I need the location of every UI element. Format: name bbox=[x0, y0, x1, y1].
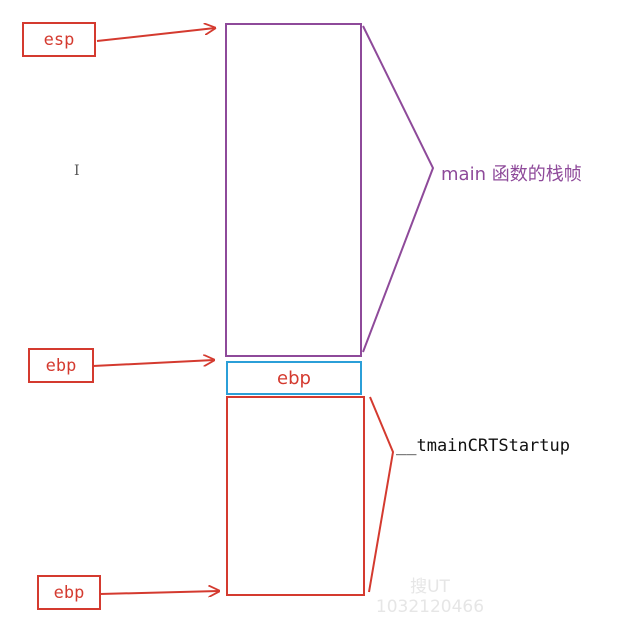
watermark-line2: 1032120466 bbox=[375, 597, 485, 617]
main-stack-frame bbox=[225, 23, 362, 357]
caller-frame-label: __tmainCRTStartup bbox=[396, 436, 570, 456]
saved-ebp-text: ebp bbox=[277, 367, 311, 389]
ebp-label-bottom: ebp bbox=[37, 575, 101, 610]
esp-arrow bbox=[96, 28, 215, 42]
saved-ebp-slot: ebp bbox=[226, 361, 362, 395]
main-frame-brace bbox=[362, 25, 435, 353]
text-cursor-icon: I bbox=[74, 163, 80, 179]
esp-label: esp bbox=[22, 22, 96, 57]
ebp-mid-arrow bbox=[92, 360, 214, 367]
main-frame-label: main 函数的栈帧 bbox=[441, 164, 582, 185]
ebp-label-middle: ebp bbox=[28, 348, 94, 383]
watermark: 搜UT 1032120466 bbox=[368, 572, 492, 617]
ebp-bottom-arrow bbox=[99, 591, 219, 594]
caller-frame-brace bbox=[368, 396, 395, 593]
caller-stack-frame bbox=[226, 396, 365, 596]
watermark-line1: 搜UT bbox=[410, 577, 450, 597]
